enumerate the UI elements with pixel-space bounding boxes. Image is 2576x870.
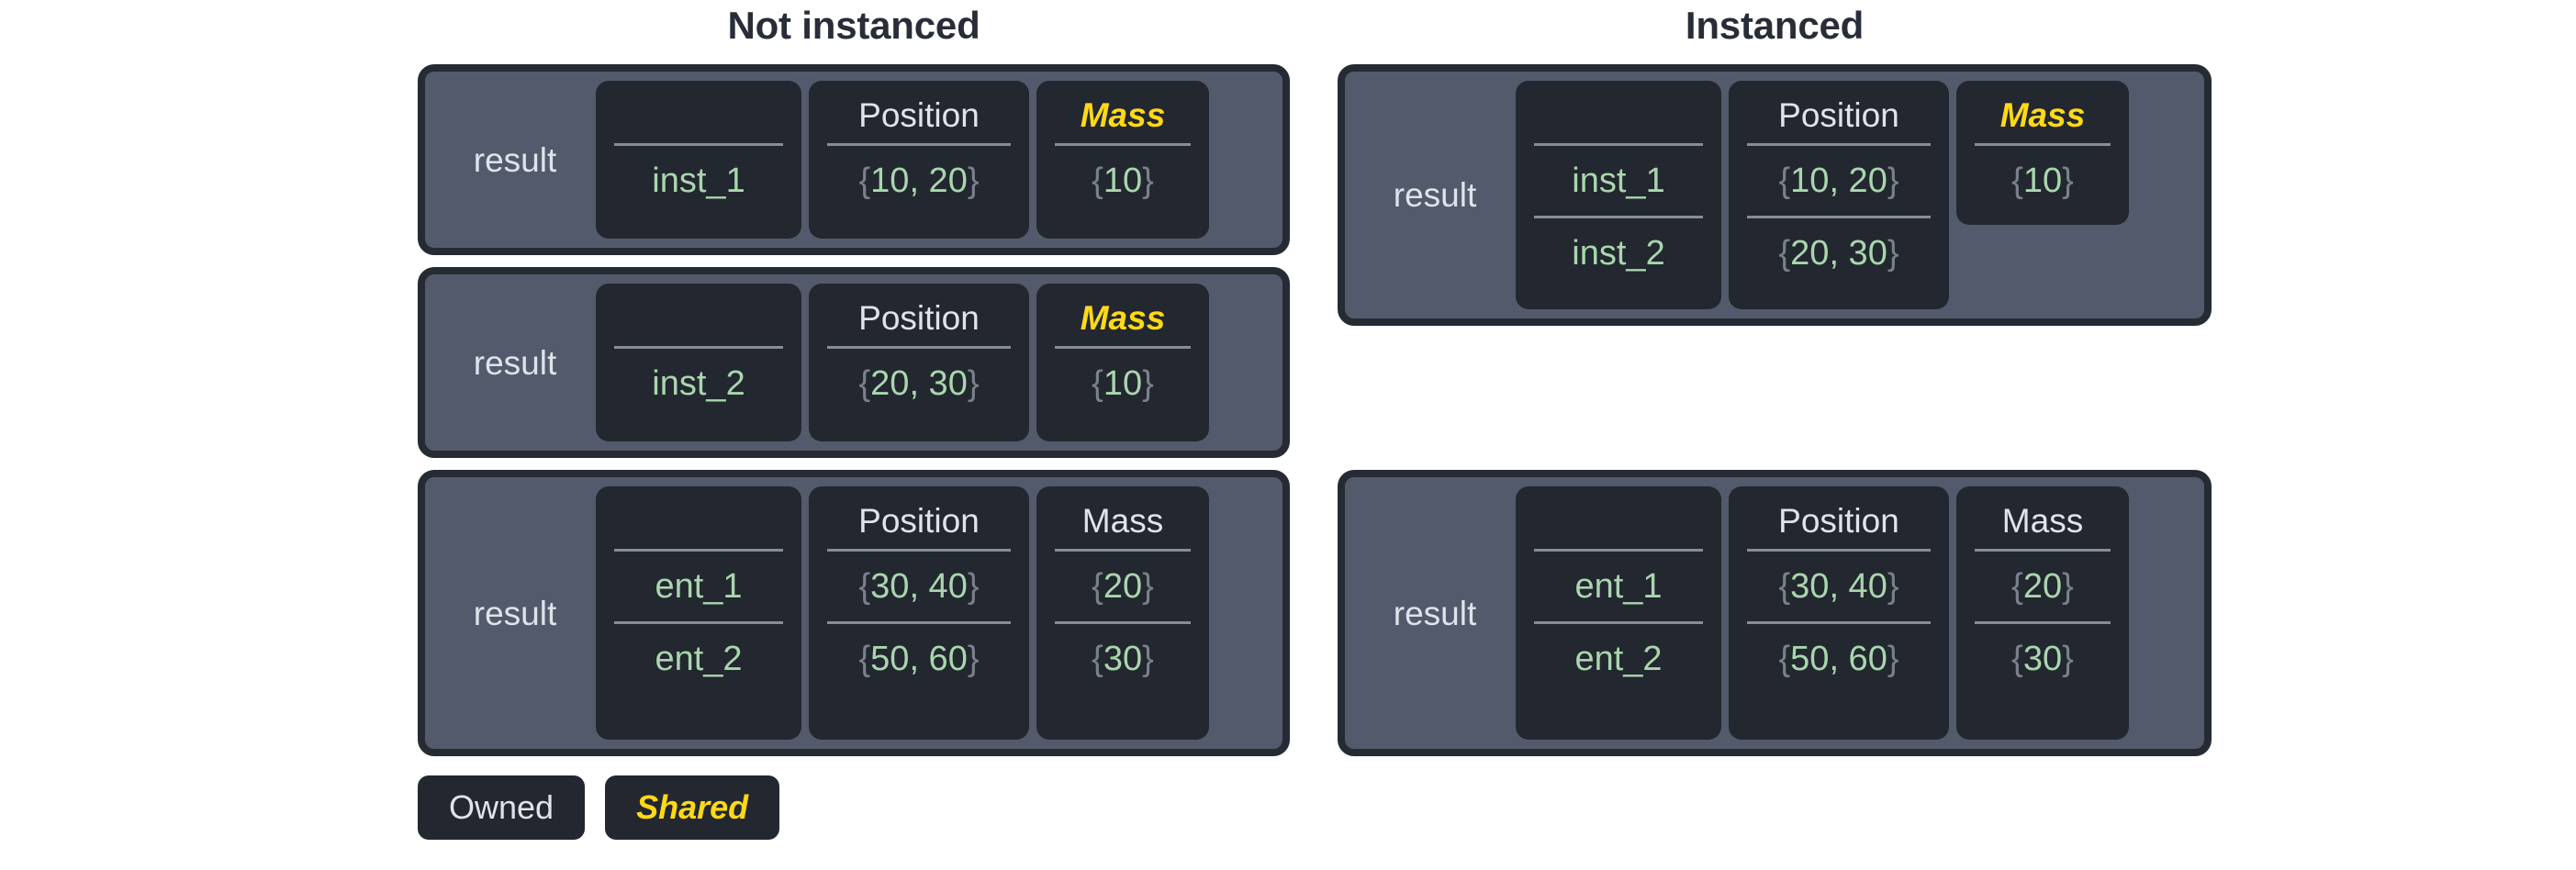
column-header-mass: Mass <box>1081 501 1164 540</box>
column-header-name <box>614 492 783 549</box>
cell-name: inst_1 <box>614 143 783 216</box>
cell-position: {20, 30} <box>827 346 1011 418</box>
cell-mass: {30} <box>1055 621 1191 694</box>
column-position: Position {10, 20} <box>809 81 1029 239</box>
column-header-mass: Mass <box>1999 95 2086 134</box>
column-heading-not-instanced: Not instanced <box>727 4 980 47</box>
column-mass: Mass {20} {30} <box>1036 486 1209 740</box>
cell-position: {50, 60} <box>1747 621 1931 694</box>
table-not-instanced-inst-2: result inst_2 Position {20, 30} Mass {10… <box>418 267 1290 458</box>
cell-mass: {10} <box>1055 143 1191 216</box>
column-header-position: Position <box>1778 95 1899 134</box>
cell-name: ent_2 <box>614 621 783 694</box>
cell-name: ent_2 <box>1534 621 1703 694</box>
cell-mass: {30} <box>1975 621 2111 694</box>
column-name: inst_1 <box>596 81 801 239</box>
cell-position: {20, 30} <box>1747 216 1931 288</box>
column-mass: Mass {10} <box>1036 81 1209 239</box>
cell-mass: {10} <box>1055 346 1191 418</box>
column-mass: Mass {10} <box>1036 284 1209 441</box>
owner-label: result <box>1393 176 1477 214</box>
column-name: inst_1 inst_2 <box>1516 81 1721 309</box>
cell-mass: {10} <box>1975 143 2111 216</box>
cell-name: inst_1 <box>1534 143 1703 216</box>
table-not-instanced-entities: result ent_1 ent_2 Position {30, 40} {50… <box>418 470 1290 756</box>
cell-name: ent_1 <box>614 549 783 621</box>
column-name: inst_2 <box>596 284 801 441</box>
cell-position: {30, 40} <box>827 549 1011 621</box>
owner-label: result <box>473 594 557 632</box>
cell-position: {10, 20} <box>1747 143 1931 216</box>
owner-label: result <box>473 140 557 179</box>
table-not-instanced-inst-1: result inst_1 Position {10, 20} Mass {10… <box>418 64 1290 255</box>
column-header-name <box>1534 86 1703 143</box>
column-mass-shared: Mass {10} <box>1956 81 2129 225</box>
column-heading-instanced: Instanced <box>1685 4 1865 47</box>
cell-name: inst_2 <box>614 346 783 418</box>
cell-position: {50, 60} <box>827 621 1011 694</box>
column-name: ent_1 ent_2 <box>1516 486 1721 740</box>
column-header-mass: Mass <box>1080 95 1166 134</box>
owner-label: result <box>1393 594 1477 632</box>
cell-mass: {20} <box>1975 549 2111 621</box>
column-header-position: Position <box>1778 501 1899 540</box>
column-position: Position {30, 40} {50, 60} <box>809 486 1029 740</box>
column-position: Position {20, 30} <box>809 284 1029 441</box>
column-header-mass: Mass <box>2001 501 2084 540</box>
column-header-position: Position <box>858 298 980 337</box>
cell-name: ent_1 <box>1534 549 1703 621</box>
column-header-name <box>614 289 783 346</box>
cell-position: {30, 40} <box>1747 549 1931 621</box>
column-header-position: Position <box>858 95 980 134</box>
cell-name: inst_2 <box>1534 216 1703 288</box>
column-mass: Mass {20} {30} <box>1956 486 2129 740</box>
owner-label: result <box>473 343 557 382</box>
column-name: ent_1 ent_2 <box>596 486 801 740</box>
column-header-mass: Mass <box>1080 298 1166 337</box>
column-header-position: Position <box>858 501 980 540</box>
column-header-name <box>614 86 783 143</box>
cell-mass: {20} <box>1055 549 1191 621</box>
column-header-name <box>1534 492 1703 549</box>
legend-chip-owned: Owned <box>418 775 586 840</box>
table-instanced-entities: result ent_1 ent_2 Position {30, 40} {50… <box>1338 470 2212 756</box>
column-position: Position {10, 20} {20, 30} <box>1729 81 1949 309</box>
column-position: Position {30, 40} {50, 60} <box>1729 486 1949 740</box>
table-instanced-instances: result inst_1 inst_2 Position {10, 20} {… <box>1338 64 2212 326</box>
legend-chip-shared: Shared <box>605 775 780 840</box>
cell-position: {10, 20} <box>827 143 1011 216</box>
legend: Owned Shared <box>418 775 780 840</box>
